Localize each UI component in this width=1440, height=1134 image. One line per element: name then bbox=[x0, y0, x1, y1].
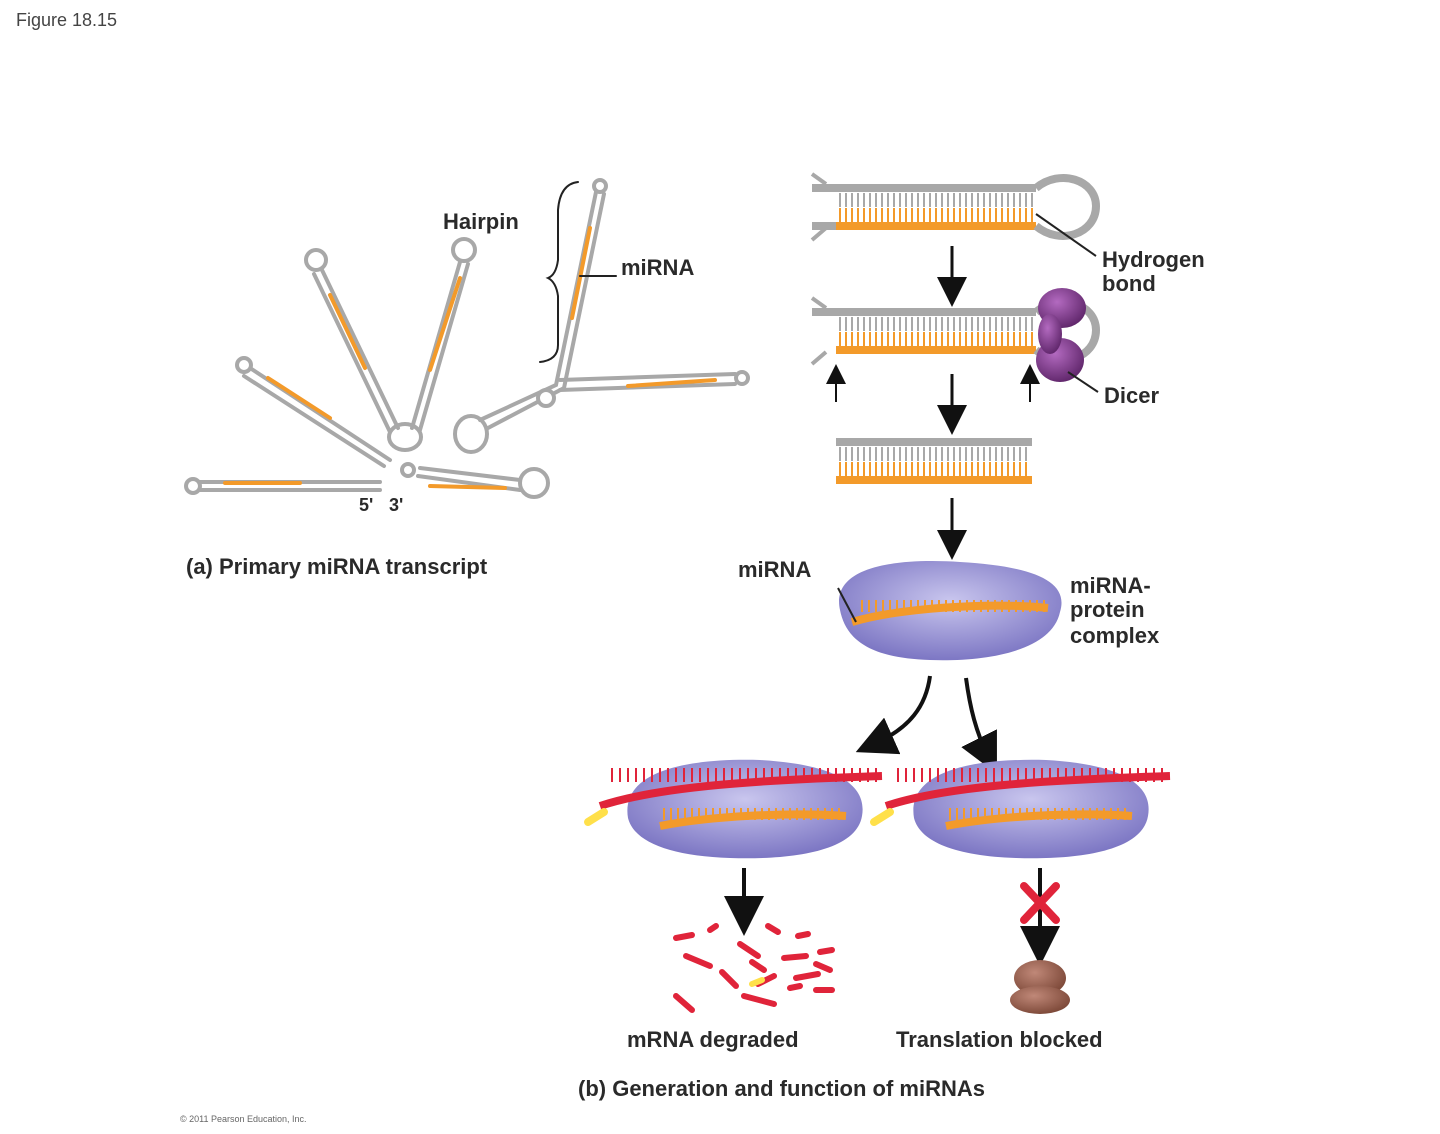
hairpin-arm-2 bbox=[235, 356, 392, 468]
hydrogen-bond-label-1: Hydrogen bbox=[1102, 247, 1205, 272]
complex-label-3: complex bbox=[1070, 623, 1160, 648]
mrna-fragment bbox=[737, 941, 761, 959]
figure-label: Figure 18.15 bbox=[16, 10, 118, 30]
mrna-fragment bbox=[795, 931, 811, 939]
duplex-pathway bbox=[584, 172, 1171, 1014]
mirna-label-b: miRNA bbox=[738, 557, 812, 582]
mrna-fragment bbox=[817, 947, 835, 955]
cap-fragment bbox=[749, 977, 765, 987]
mrna-fragment bbox=[781, 953, 809, 961]
mrna-teeth bbox=[611, 768, 1163, 820]
hydrogen-bond-ticks-1 bbox=[839, 193, 1033, 222]
mrna-fragment bbox=[793, 971, 821, 981]
copyright: © 2011 Pearson Education, Inc. bbox=[180, 1114, 307, 1124]
panel-b-caption: (b) Generation and function of miRNAs bbox=[578, 1076, 985, 1101]
mrna-fragments bbox=[673, 923, 835, 1013]
mrna-fragment bbox=[813, 961, 833, 973]
hairpin-arm-3 bbox=[304, 248, 400, 434]
precursor-hairpin bbox=[810, 172, 1101, 257]
complex-right bbox=[870, 759, 1171, 859]
hydrogen-bond-label-2: bond bbox=[1102, 271, 1156, 296]
hydrogen-bond-ticks-2 bbox=[839, 317, 1033, 346]
three-prime-label: 3' bbox=[389, 495, 404, 515]
mrna-fragment bbox=[673, 993, 695, 1013]
mrna-fragment bbox=[765, 923, 781, 935]
dicer-enzyme bbox=[1036, 288, 1086, 382]
blocked-label: Translation blocked bbox=[896, 1027, 1103, 1052]
complex-label-2: protein bbox=[1070, 597, 1145, 622]
mirna-protein-complex bbox=[837, 561, 1062, 661]
dicer-stage bbox=[810, 288, 1101, 402]
hairpin-label: Hairpin bbox=[443, 209, 519, 234]
hairpin-arm-7 bbox=[416, 466, 550, 499]
mrna-fragment bbox=[749, 959, 767, 973]
mrna-fragment bbox=[787, 983, 803, 991]
hairpin-arm-6 bbox=[558, 370, 750, 392]
mrna-fragment bbox=[683, 953, 713, 969]
mirna-bracket bbox=[539, 181, 579, 363]
block-x-icon bbox=[1020, 882, 1060, 924]
hairpin-arm-4 bbox=[410, 237, 477, 432]
mrna-fragment bbox=[719, 969, 739, 989]
degraded-label: mRNA degraded bbox=[627, 1027, 799, 1052]
mirna-teeth-complex bbox=[861, 600, 1045, 612]
mrna-fragment bbox=[707, 923, 719, 933]
panel-a-caption: (a) Primary miRNA transcript bbox=[186, 554, 488, 579]
primary-transcript bbox=[184, 178, 750, 499]
mirna-label-a: miRNA bbox=[621, 255, 695, 280]
ribosome bbox=[1010, 960, 1070, 1014]
mrna-fragment bbox=[673, 932, 695, 941]
five-prime-label: 5' bbox=[359, 495, 374, 515]
complex-label-1: miRNA- bbox=[1070, 573, 1151, 598]
hydrogen-bond-ticks-3 bbox=[839, 447, 1027, 476]
central-junction bbox=[387, 414, 489, 478]
mrna-fragment bbox=[741, 993, 777, 1007]
mirna-duplex bbox=[836, 438, 1032, 484]
dicer-label: Dicer bbox=[1104, 383, 1160, 408]
hairpin-arm-1 bbox=[184, 477, 382, 495]
